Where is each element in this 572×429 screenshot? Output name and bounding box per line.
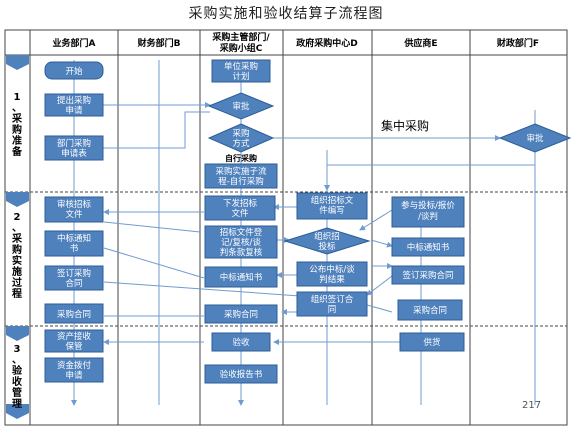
swimlane-grid <box>4 29 568 426</box>
phase-label-3: 3、验收管理 <box>12 344 23 410</box>
svg-text:采购方式: 采购方式 <box>232 128 250 149</box>
lane-header-c1: 采购主管部门/ <box>211 31 270 43</box>
node-c-issue-doc: 下发招标文件 <box>204 195 276 221</box>
node-e-sign: 签订采购合同 <box>391 265 465 285</box>
svg-text:采购合同: 采购合同 <box>413 305 447 316</box>
lane-header-f: 财政部门F <box>496 37 539 49</box>
edge-label-self: 自行采购 <box>225 153 257 163</box>
svg-text:下发招标文件: 下发招标文件 <box>223 198 258 219</box>
svg-text:提出采购申请: 提出采购申请 <box>57 95 91 116</box>
svg-text:签订采购合同: 签订采购合同 <box>57 268 91 289</box>
svg-text:中标通知书: 中标通知书 <box>220 272 263 283</box>
node-e-notice: 中标通知书 <box>391 237 465 257</box>
lane-header-a: 业务部门A <box>53 37 96 49</box>
svg-text:审批: 审批 <box>232 101 250 112</box>
svg-text:供货: 供货 <box>423 337 441 348</box>
node-d-org-bid: 组织招投标 <box>283 227 371 255</box>
svg-text:部门采购申请表: 部门采购申请表 <box>57 138 91 159</box>
phase-labels: 1、采购准备 2、采购实施过程 3、验收管理 <box>11 92 23 410</box>
node-c-register: 招标文件登记/复核/谈判条款复核 <box>204 225 278 259</box>
node-e-supply: 供货 <box>399 332 465 352</box>
lane-headers: 业务部门A 财务部门B 采购主管部门/ 采购小组C 政府采购中心D 供应商E 财… <box>53 31 540 54</box>
svg-text:采购实施子流程-自行采购: 采购实施子流程-自行采购 <box>215 166 267 187</box>
svg-text:中标通知书: 中标通知书 <box>407 242 450 253</box>
phase-marker-2 <box>6 326 29 341</box>
svg-text:资金拨付申请: 资金拨付申请 <box>57 360 92 381</box>
node-a-form: 部门采购申请表 <box>44 135 104 161</box>
node-d-publish: 公布中标/谈判结果 <box>296 261 368 287</box>
svg-text:招标文件登记/复核/谈判条款复核: 招标文件登记/复核/谈判条款复核 <box>220 227 263 258</box>
node-a-contract: 采购合同 <box>44 303 104 324</box>
connectors <box>71 60 536 406</box>
node-c-accept: 验收 <box>211 332 271 352</box>
svg-text:参与投标/报价/谈判: 参与投标/报价/谈判 <box>401 200 455 222</box>
svg-text:验收: 验收 <box>232 337 250 348</box>
svg-text:资产接收保管: 资产接收保管 <box>57 331 92 352</box>
svg-text:组织招标文件编写: 组织招标文件编写 <box>311 195 354 216</box>
node-a-payment: 资金拨付申请 <box>44 357 104 383</box>
node-c-contract: 采购合同 <box>204 304 278 324</box>
node-a-notice: 中标通知书 <box>44 230 104 257</box>
node-c-report: 验收报告书 <box>204 364 278 384</box>
node-c-approve: 审批 <box>207 92 275 120</box>
node-a-apply: 提出采购申请 <box>44 93 104 117</box>
lane-header-d: 政府采购中心D <box>296 37 357 49</box>
node-a-asset: 资产接收保管 <box>44 329 104 353</box>
node-e-contract: 采购合同 <box>397 299 463 321</box>
svg-text:审核招标文件: 审核招标文件 <box>57 199 92 220</box>
node-e-bid: 参与投标/报价/谈判 <box>391 196 465 228</box>
svg-text:组织签订合同: 组织签订合同 <box>311 294 354 315</box>
node-c-plan: 单位采购计划 <box>211 59 271 83</box>
node-a-review-doc: 审核招标文件 <box>44 196 104 223</box>
phase-label-2: 2、采购实施过程 <box>11 212 22 300</box>
svg-text:采购合同: 采购合同 <box>224 309 258 320</box>
node-c-notice: 中标通知书 <box>204 266 278 288</box>
edge-label-centralized: 集中采购 <box>381 118 429 133</box>
node-start: 开始 <box>44 61 104 80</box>
node-f-approve: 审批 <box>498 123 572 153</box>
svg-text:验收报告书: 验收报告书 <box>220 369 263 380</box>
slide-number: 217 <box>522 400 542 411</box>
phase-marker-top <box>6 55 29 70</box>
svg-text:签订采购合同: 签订采购合同 <box>402 270 453 281</box>
node-d-org-sign: 组织签订合同 <box>296 291 368 317</box>
node-a-sign: 签订采购合同 <box>44 265 104 291</box>
svg-text:中标通知书: 中标通知书 <box>57 233 91 254</box>
svg-text:公布中标/谈判结果: 公布中标/谈判结果 <box>309 264 355 285</box>
node-c-self-flow: 采购实施子流程-自行采购 <box>204 163 278 189</box>
svg-text:审批: 审批 <box>526 133 544 144</box>
svg-text:组织招投标: 组织招投标 <box>314 231 340 252</box>
phase-label-1: 1、采购准备 <box>11 92 23 158</box>
lane-header-b: 财务部门B <box>137 37 181 49</box>
node-d-org-doc: 组织招标文件编写 <box>296 192 368 220</box>
svg-text:采购合同: 采购合同 <box>57 309 91 320</box>
svg-text:开始: 开始 <box>65 66 83 77</box>
phase-marker-3 <box>6 404 29 419</box>
node-c-mode: 采购方式 <box>207 123 275 153</box>
phase-marker-1 <box>6 192 29 207</box>
phase-markers <box>6 55 29 419</box>
diagram-title: 采购实施和验收结算子流程图 <box>188 6 384 22</box>
nodes: 开始 提出采购申请 部门采购申请表 审核招标文件 中标通知书 签订采购合同 采购… <box>44 59 572 384</box>
lane-header-e: 供应商E <box>403 37 437 49</box>
lane-header-c2: 采购小组C <box>219 42 263 54</box>
svg-text:单位采购计划: 单位采购计划 <box>224 61 258 82</box>
